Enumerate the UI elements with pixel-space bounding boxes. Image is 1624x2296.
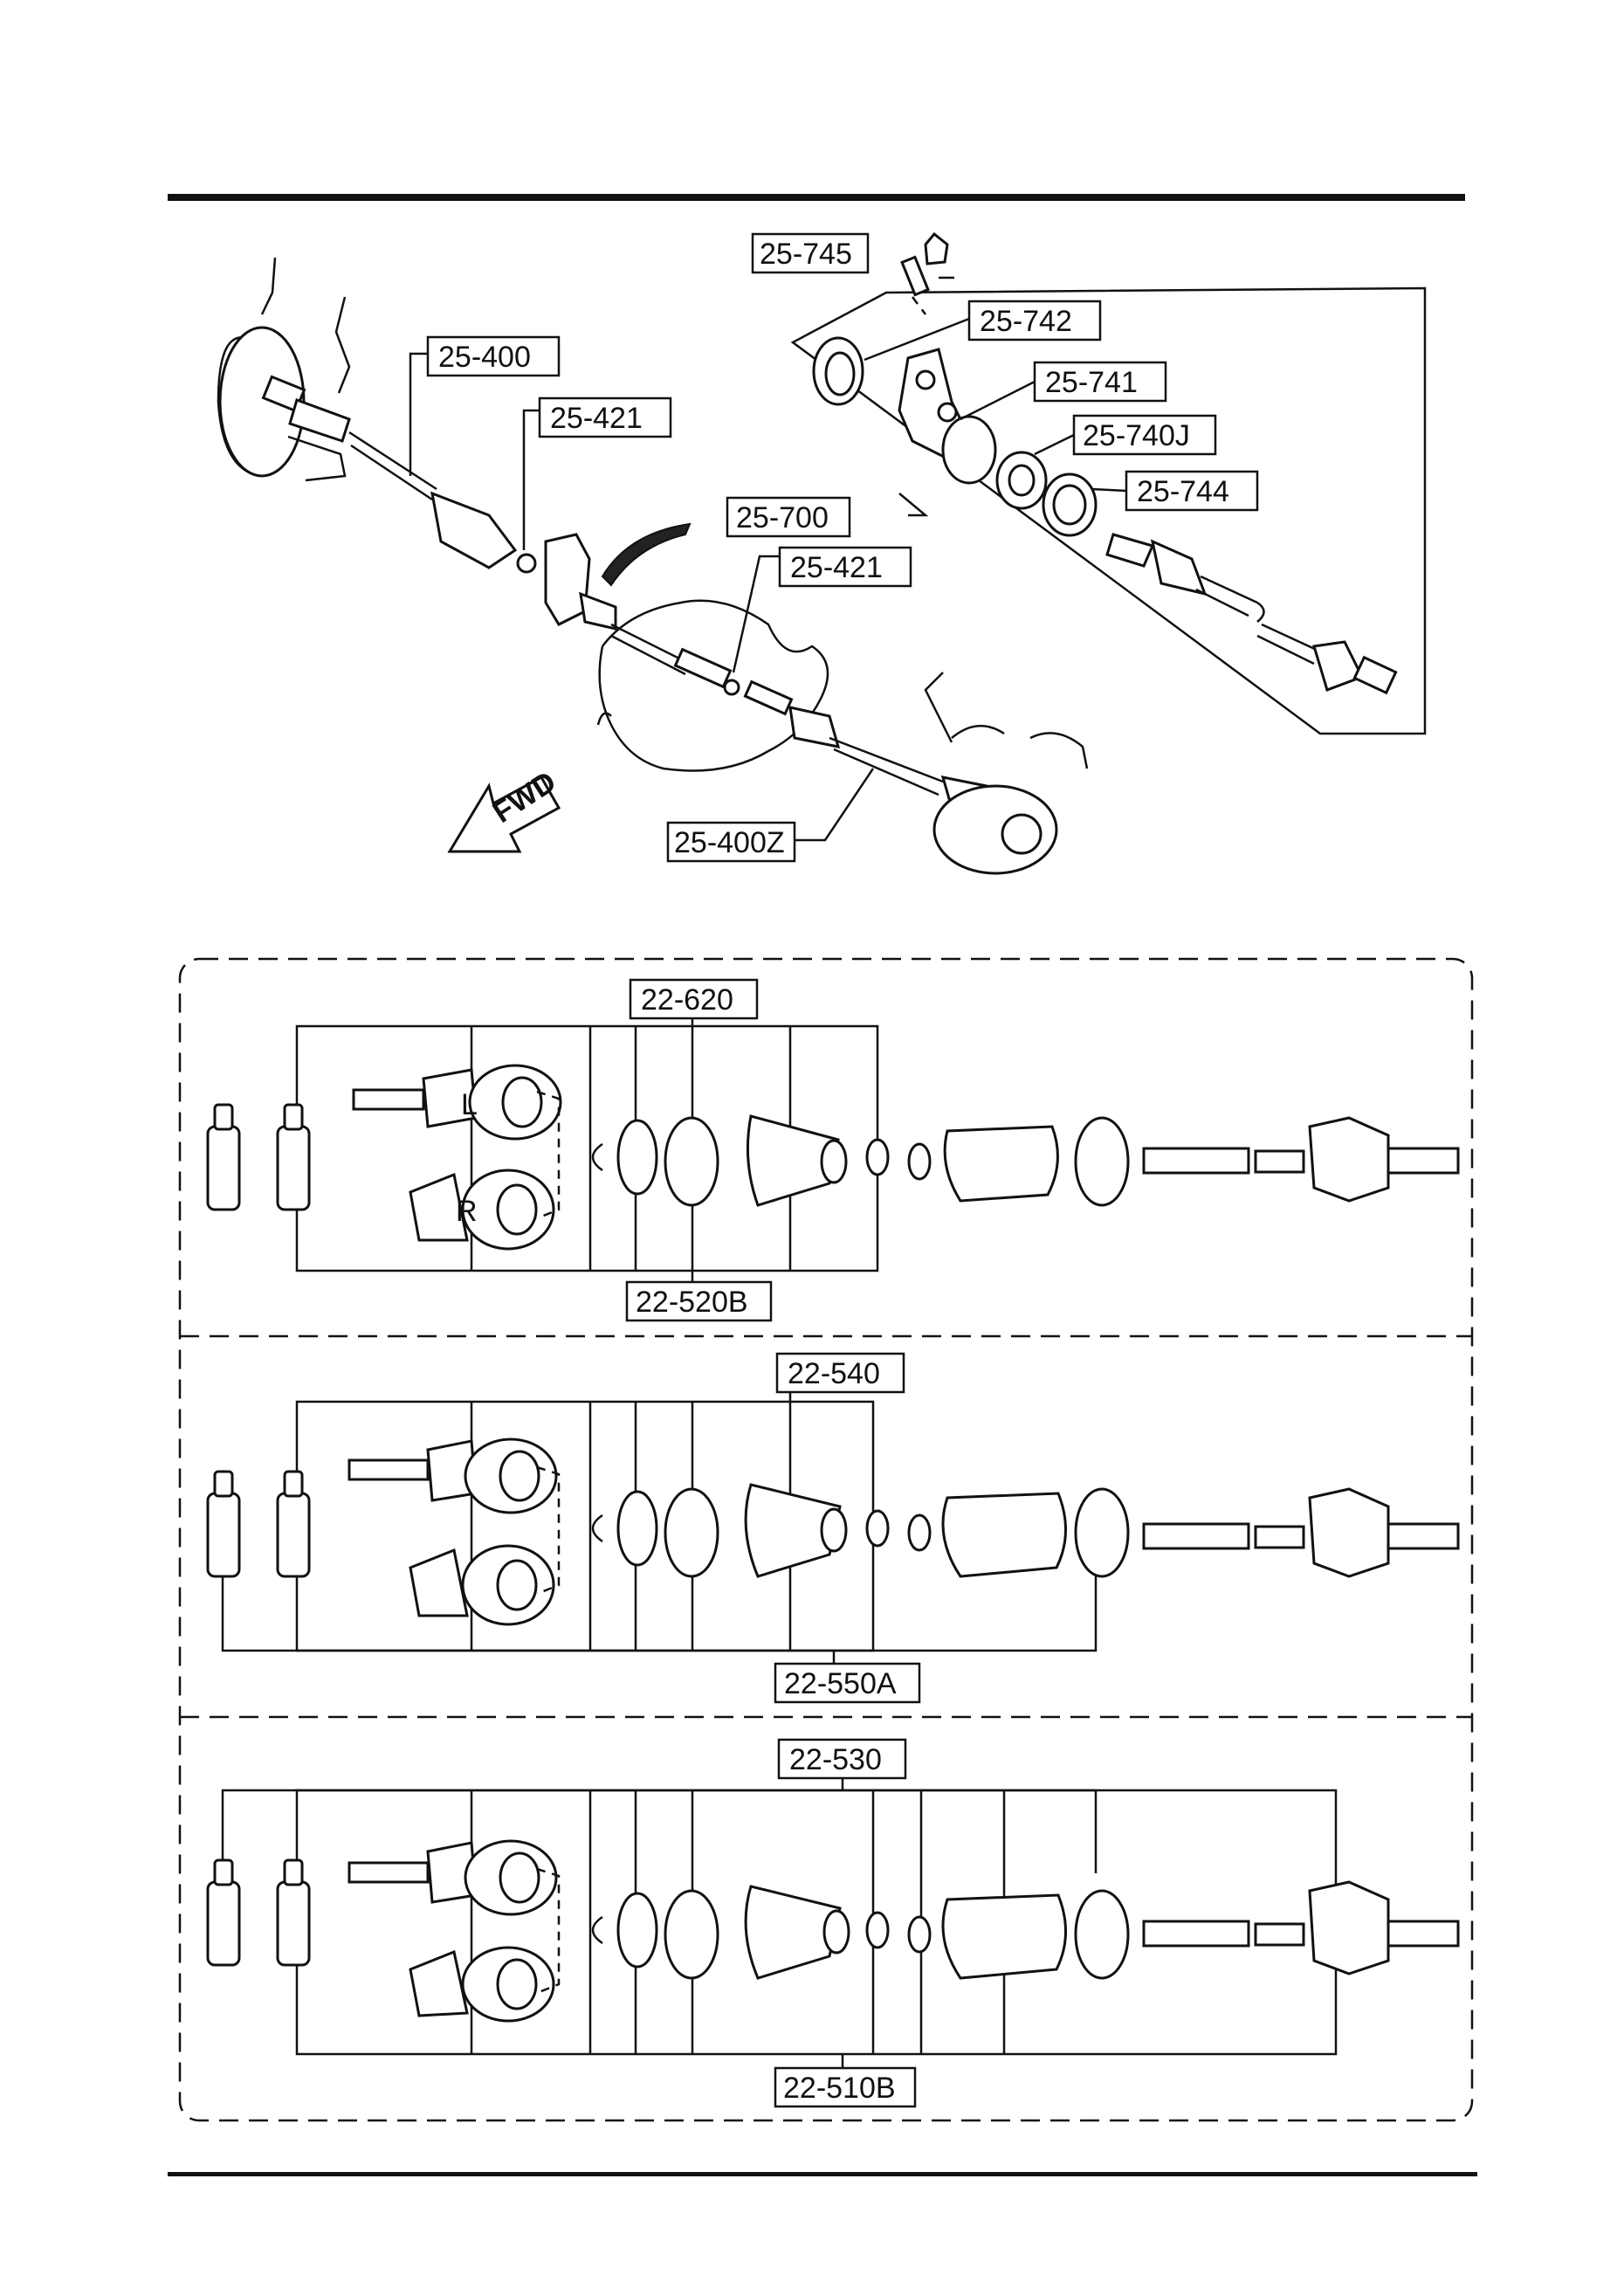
bottom-rule bbox=[168, 2172, 1477, 2176]
svg-text:25-741: 25-741 bbox=[1045, 366, 1138, 399]
label-25-744: 25-744 bbox=[1125, 470, 1259, 512]
kit-panel: L R 22-6 bbox=[178, 957, 1474, 2122]
label-22-620: 22-620 bbox=[629, 978, 759, 1020]
label-25-741: 25-741 bbox=[1033, 361, 1167, 403]
svg-text:25-740J: 25-740J bbox=[1083, 419, 1190, 452]
svg-text:25-742: 25-742 bbox=[980, 305, 1072, 338]
label-22-540: 22-540 bbox=[775, 1352, 905, 1394]
svg-text:22-510B: 22-510B bbox=[783, 2072, 896, 2105]
kit-section-3: 22-530 22-510B bbox=[206, 1738, 1460, 2108]
label-22-550a: 22-550A bbox=[774, 1662, 921, 1704]
svg-text:22-620: 22-620 bbox=[641, 983, 733, 1017]
svg-text:25-745: 25-745 bbox=[760, 238, 852, 271]
svg-text:25-400Z: 25-400Z bbox=[674, 826, 785, 859]
label-25-400: 25-400 bbox=[426, 335, 561, 377]
top-rule bbox=[168, 194, 1465, 201]
svg-text:25-400: 25-400 bbox=[438, 341, 531, 374]
label-25-421-left: 25-421 bbox=[538, 396, 672, 438]
label-25-740j: 25-740J bbox=[1072, 414, 1217, 456]
svg-text:25-421: 25-421 bbox=[790, 551, 883, 584]
svg-text:22-540: 22-540 bbox=[788, 1357, 880, 1390]
kit-section-2: 22-540 22-550A bbox=[206, 1352, 1460, 1704]
svg-text:22-520B: 22-520B bbox=[636, 1286, 748, 1319]
svg-text:22-530: 22-530 bbox=[789, 1743, 882, 1776]
svg-text:25-744: 25-744 bbox=[1137, 475, 1229, 508]
svg-text:25-421: 25-421 bbox=[550, 402, 643, 435]
label-25-700: 25-700 bbox=[726, 496, 851, 538]
label-22-520b: 22-520B bbox=[625, 1280, 773, 1322]
label-25-400z: 25-400Z bbox=[666, 821, 796, 863]
label-22-510b: 22-510B bbox=[774, 2066, 917, 2108]
svg-text:22-550A: 22-550A bbox=[784, 1667, 897, 1700]
label-25-421-right: 25-421 bbox=[778, 546, 912, 588]
joint-mark-l: L bbox=[461, 1088, 478, 1121]
label-25-745: 25-745 bbox=[751, 232, 870, 274]
svg-text:25-700: 25-700 bbox=[736, 501, 829, 534]
label-22-530: 22-530 bbox=[777, 1738, 907, 1780]
joint-mark-r: R bbox=[456, 1195, 478, 1228]
kit-section-1: L R 22-6 bbox=[206, 978, 1460, 1322]
assembly-view: FWD bbox=[217, 231, 1427, 875]
fwd-arrow: FWD bbox=[447, 765, 562, 853]
label-25-742: 25-742 bbox=[967, 300, 1102, 341]
